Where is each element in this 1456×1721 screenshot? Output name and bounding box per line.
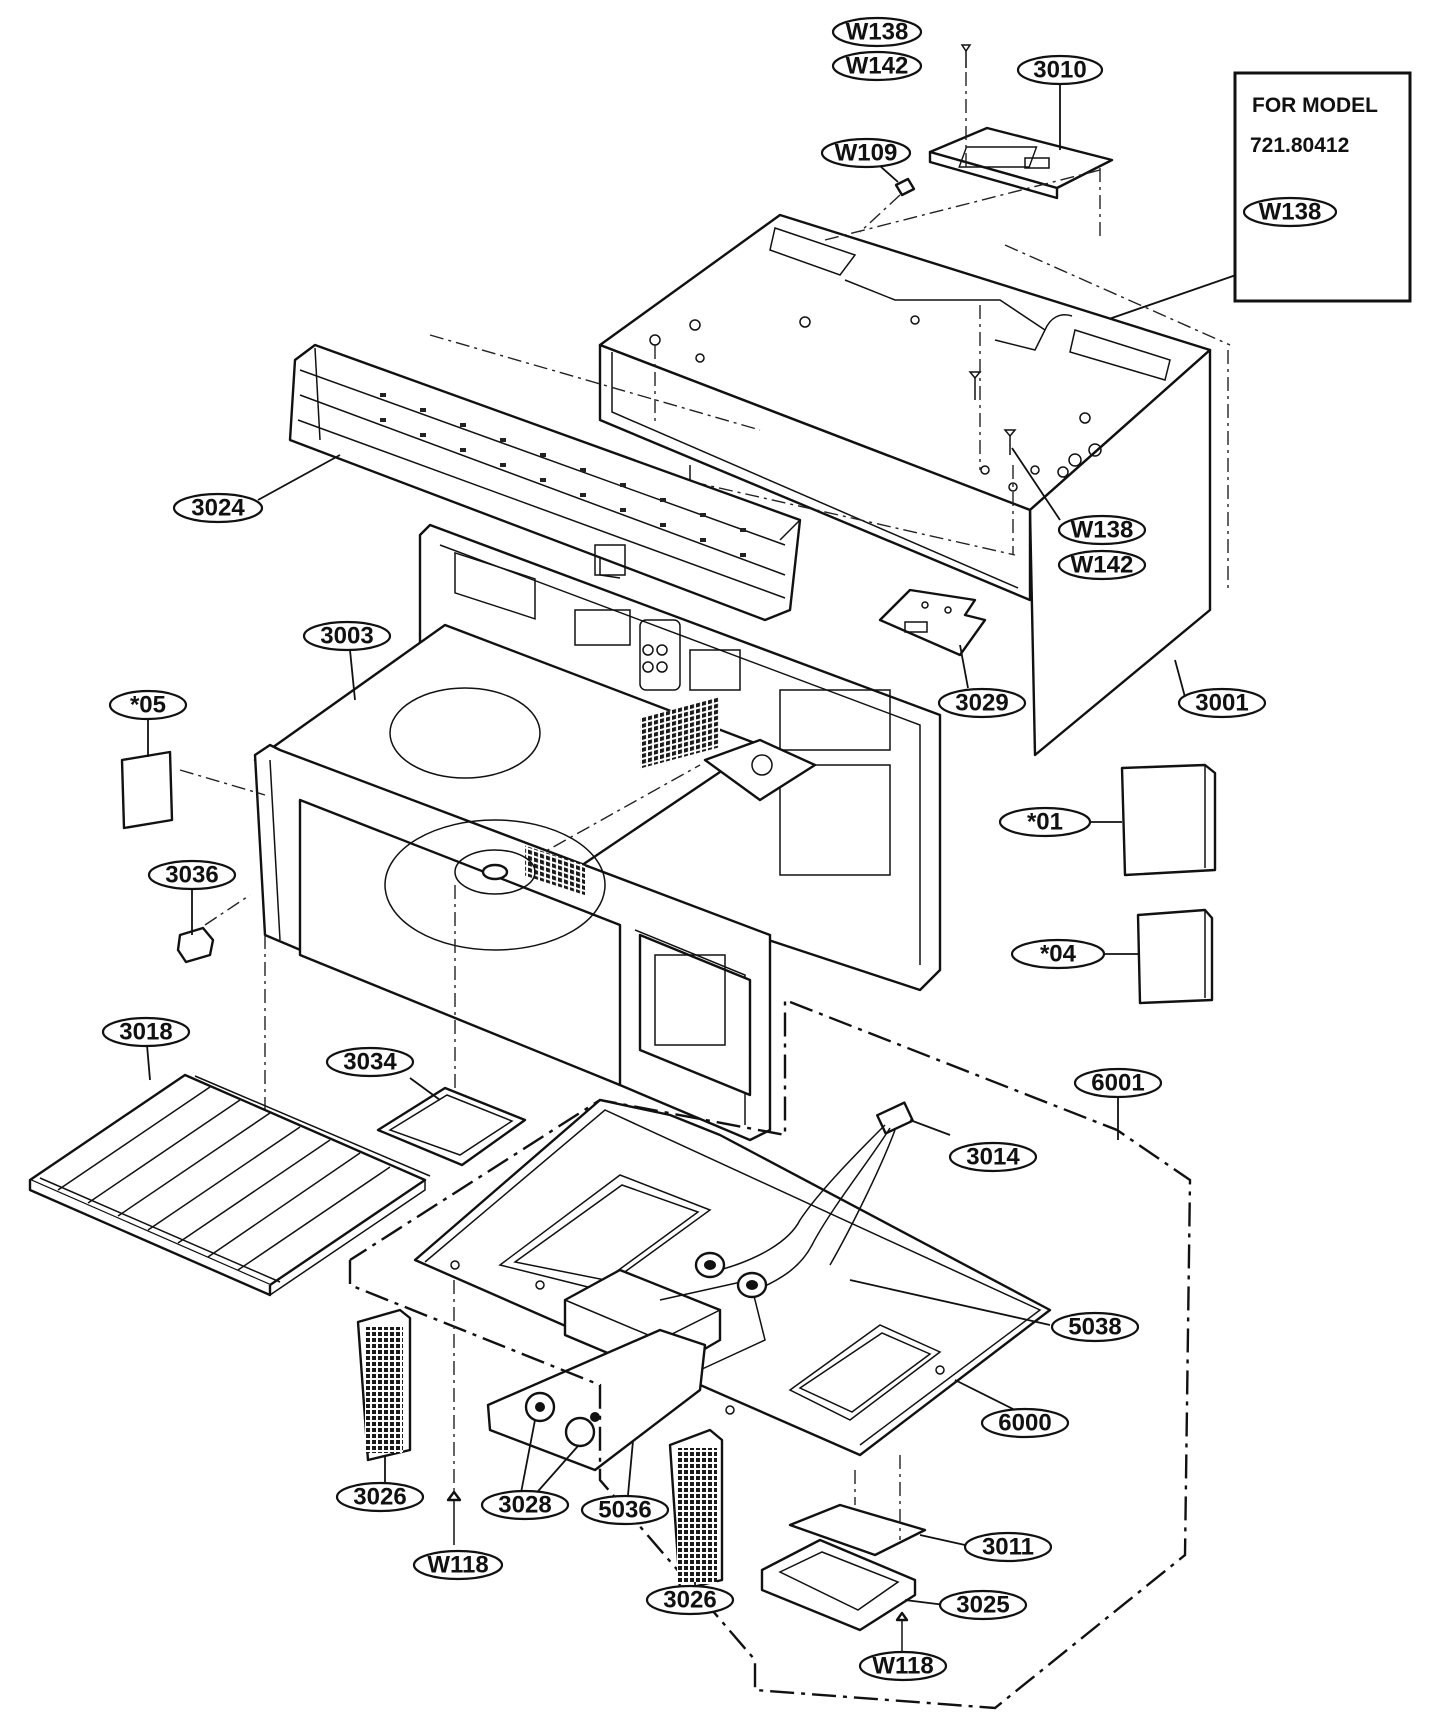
svg-text:W138: W138 (1071, 517, 1134, 544)
callout-w118-bottom: W118 (858, 1650, 948, 1682)
callout-5036: 5036 (580, 1494, 670, 1526)
callout-3011: 3011 (963, 1531, 1053, 1563)
svg-text:W109: W109 (835, 140, 898, 167)
callout-3024: 3024 (172, 454, 341, 524)
cabinet-screw-right (1003, 429, 1061, 521)
assembly-boundary-6001 (348, 998, 1192, 1710)
label-05 (120, 718, 174, 830)
svg-text:*01: *01 (1027, 809, 1063, 836)
callout-w142-right: W142 (1057, 549, 1147, 581)
svg-text:5038: 5038 (1068, 1314, 1121, 1341)
svg-text:3003: 3003 (320, 623, 373, 650)
callout-w118-left: W118 (412, 1549, 504, 1581)
svg-text:3010: 3010 (1033, 57, 1086, 84)
callout-3034: 3034 (325, 1046, 415, 1078)
svg-text:W138: W138 (1259, 199, 1322, 226)
latch-3036 (176, 890, 251, 964)
filter-3026-bottom (668, 1428, 724, 1610)
front-grille-3024 (288, 343, 802, 622)
screw-w118-bottom (895, 1611, 909, 1652)
harness-3014 (711, 1101, 1001, 1293)
svg-text:3028: 3028 (498, 1492, 551, 1519)
screw-top (960, 44, 972, 170)
callout-5038: 5038 (1050, 1311, 1140, 1343)
svg-text:W142: W142 (846, 53, 909, 80)
svg-text:3026: 3026 (353, 1484, 406, 1511)
svg-text:W142: W142 (1071, 552, 1134, 579)
callout-3001: 3001 (1174, 659, 1267, 719)
svg-text:6001: 6001 (1091, 1070, 1144, 1097)
callout-3036: 3036 (147, 859, 237, 891)
callout-01: *01 (998, 806, 1092, 838)
filter-3026-left (356, 1308, 412, 1483)
note-callout-w138: W138 (1242, 196, 1338, 228)
note-line-2: 721.80412 (1250, 134, 1349, 157)
bracket-3029 (878, 588, 987, 689)
callout-04: *04 (1010, 938, 1106, 970)
callout-3025: 3025 (938, 1589, 1028, 1621)
svg-text:W118: W118 (872, 1653, 933, 1680)
note-line-1: FOR MODEL (1252, 94, 1378, 117)
oven-cavity-3003 (179, 523, 942, 1240)
svg-text:W118: W118 (427, 1552, 488, 1579)
top-plate-3010 (928, 126, 1114, 240)
svg-text:3014: 3014 (966, 1144, 1020, 1171)
svg-text:*04: *04 (1040, 941, 1077, 968)
svg-text:3026: 3026 (663, 1587, 716, 1614)
svg-text:3025: 3025 (956, 1592, 1009, 1619)
callout-3014: 3014 (948, 1141, 1038, 1173)
svg-text:*05: *05 (130, 692, 166, 719)
callout-6001: 6001 (1073, 1067, 1163, 1099)
callout-6000: 6000 (980, 1407, 1070, 1439)
callout-w138-top: W138 (831, 16, 923, 48)
lamp-socket-5038-a (694, 1251, 726, 1279)
svg-text:5036: 5036 (598, 1497, 651, 1524)
svg-text:3001: 3001 (1195, 690, 1248, 717)
svg-text:6000: 6000 (998, 1410, 1051, 1437)
cabinet-screw-top (968, 371, 982, 400)
svg-text:3036: 3036 (165, 862, 218, 889)
lamp-cover-3025 (760, 1455, 946, 1632)
manual-01 (1090, 763, 1217, 877)
callout-w142-top: W142 (831, 50, 923, 82)
svg-text:3029: 3029 (955, 690, 1008, 717)
callout-w109: W109 (820, 137, 912, 183)
callout-3010: 3010 (1016, 54, 1104, 150)
callout-3026-bottom: 3026 (645, 1584, 735, 1616)
model-note-box: FOR MODEL 721.80412 W138 (984, 71, 1412, 363)
screw-w109 (859, 177, 916, 233)
callout-05: *05 (108, 689, 188, 721)
svg-text:W138: W138 (846, 19, 909, 46)
lens-3011 (788, 1503, 966, 1557)
callout-3003: 3003 (302, 620, 392, 701)
lamp-socket-5038-b (736, 1271, 1051, 1326)
manual-04 (1105, 908, 1214, 1005)
lamp-panel (486, 1328, 707, 1499)
svg-text:3034: 3034 (343, 1049, 397, 1076)
base-plate-6000 (413, 1098, 1052, 1457)
wire-rack-3018 (28, 1044, 431, 1297)
callout-3028: 3028 (480, 1489, 570, 1521)
callout-w138-right: W138 (1057, 514, 1147, 546)
callout-3029: 3029 (937, 687, 1027, 719)
callout-3026-left: 3026 (335, 1481, 425, 1513)
svg-text:3018: 3018 (119, 1019, 172, 1046)
callout-3018: 3018 (101, 1016, 191, 1048)
screw-w118-left (446, 1280, 462, 1545)
svg-text:3011: 3011 (982, 1534, 1034, 1561)
svg-text:3024: 3024 (191, 495, 245, 522)
cover-3034 (376, 1077, 527, 1167)
